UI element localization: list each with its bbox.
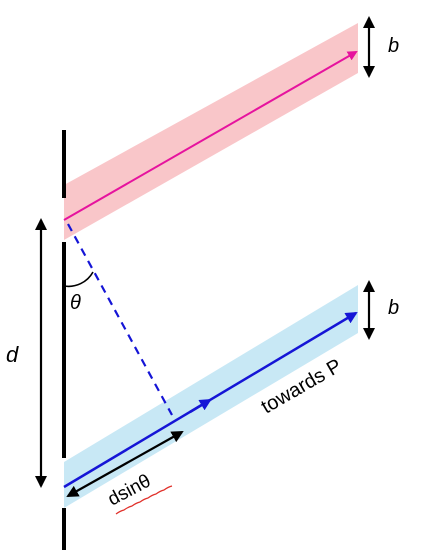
top-ray — [63, 51, 358, 221]
bottom-ray-mid-arrow — [189, 398, 212, 414]
top-beam-band — [64, 23, 358, 240]
d-label: d — [6, 342, 19, 367]
theta-label: θ — [70, 292, 81, 314]
path-difference-dashed-line — [67, 223, 173, 416]
dsin-theta-underline — [115, 485, 173, 515]
b-label-bottom: b — [388, 297, 399, 319]
theta-angle-arc — [63, 271, 94, 288]
dsin-theta-arrow — [66, 431, 184, 497]
b-label-top: b — [388, 35, 399, 57]
